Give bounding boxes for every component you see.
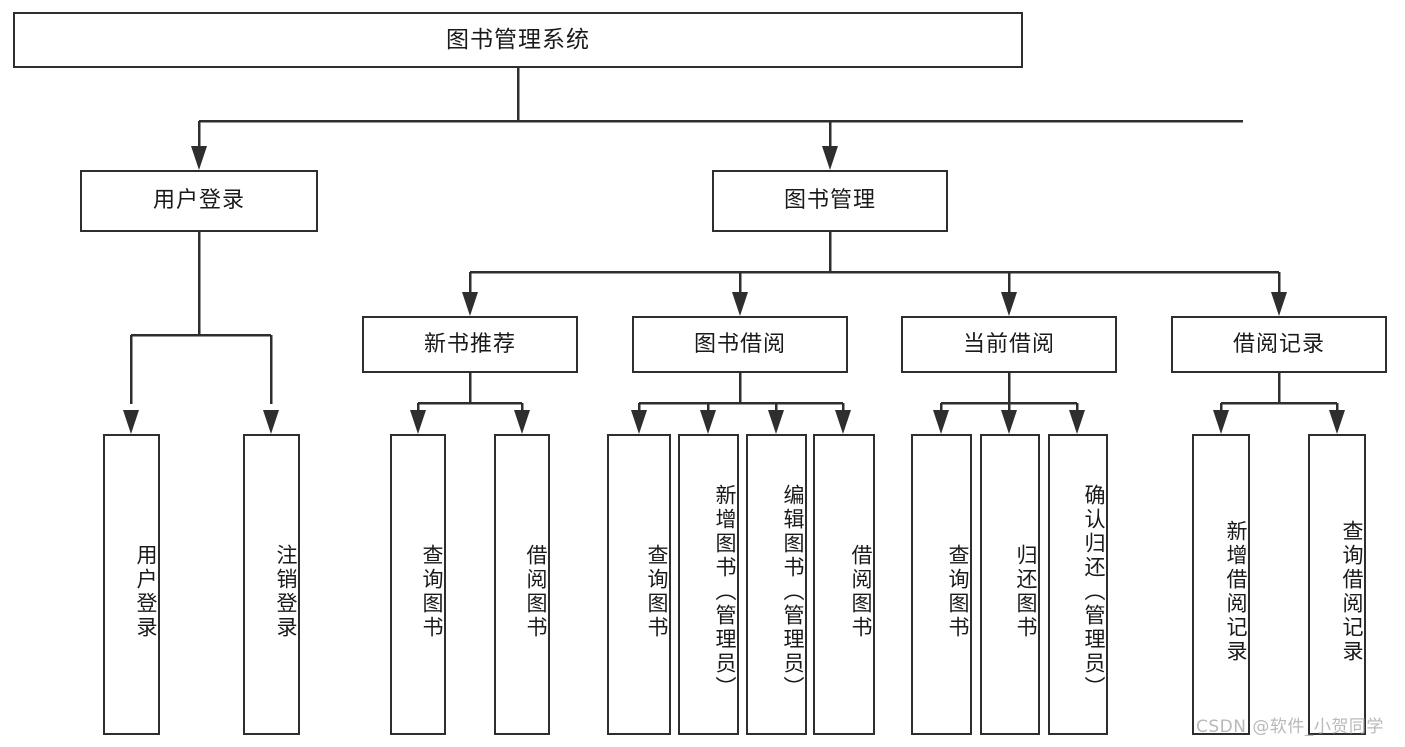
node-label: 借阅记录: [1232, 331, 1325, 357]
node-leaf-add-borrow-record[interactable]: 新增借阅记录: [1192, 434, 1250, 735]
node-leaf-edit-book-admin[interactable]: 编辑图书（管理员）: [746, 434, 807, 735]
node-leaf-query-book-1[interactable]: 查询图书: [390, 434, 446, 735]
node-leaf-borrow-book-1[interactable]: 借阅图书: [494, 434, 550, 735]
node-user-login[interactable]: 用户登录: [80, 170, 318, 232]
node-label: 查询图书: [645, 543, 669, 640]
node-leaf-user-login[interactable]: 用户登录: [103, 434, 160, 735]
node-label: 归还图书: [1014, 543, 1038, 640]
node-root-system[interactable]: 图书管理系统: [13, 12, 1023, 68]
node-leaf-add-book-admin[interactable]: 新增图书（管理员）: [678, 434, 739, 735]
node-label: 用户登录: [134, 543, 158, 640]
node-book-borrow[interactable]: 图书借阅: [632, 316, 848, 373]
node-current-borrow[interactable]: 当前借阅: [901, 316, 1117, 373]
node-book-manage[interactable]: 图书管理: [712, 170, 948, 232]
node-label: 借阅图书: [849, 543, 873, 640]
node-leaf-return-book[interactable]: 归还图书: [980, 434, 1040, 735]
node-leaf-query-borrow-record[interactable]: 查询借阅记录: [1308, 434, 1366, 735]
node-leaf-confirm-return-admin[interactable]: 确认归还（管理员）: [1048, 434, 1108, 735]
node-label: 新增图书（管理员）: [713, 483, 737, 700]
node-leaf-borrow-book-2[interactable]: 借阅图书: [813, 434, 875, 735]
node-label: 当前借阅: [962, 331, 1055, 357]
node-label: 查询图书: [420, 543, 444, 640]
csdn-watermark: CSDN @软件_小贺同学: [1196, 717, 1384, 737]
node-label: 图书管理: [783, 188, 876, 214]
node-label: 图书借阅: [693, 331, 786, 357]
node-label: 新增借阅记录: [1224, 519, 1248, 664]
node-label: 编辑图书（管理员）: [781, 483, 805, 700]
node-label: 查询图书: [946, 543, 970, 640]
node-label: 用户登录: [152, 188, 245, 214]
node-borrow-record[interactable]: 借阅记录: [1171, 316, 1387, 373]
node-label: 查询借阅记录: [1340, 519, 1364, 664]
node-leaf-logout-login[interactable]: 注销登录: [243, 434, 300, 735]
node-leaf-query-book-3[interactable]: 查询图书: [911, 434, 972, 735]
node-new-book-recommend[interactable]: 新书推荐: [362, 316, 578, 373]
node-label: 借阅图书: [524, 543, 548, 640]
node-label: 注销登录: [274, 543, 298, 640]
node-label: 图书管理系统: [446, 26, 590, 53]
node-label: 新书推荐: [423, 331, 516, 357]
node-label: 确认归还（管理员）: [1082, 483, 1106, 700]
node-leaf-query-book-2[interactable]: 查询图书: [607, 434, 671, 735]
